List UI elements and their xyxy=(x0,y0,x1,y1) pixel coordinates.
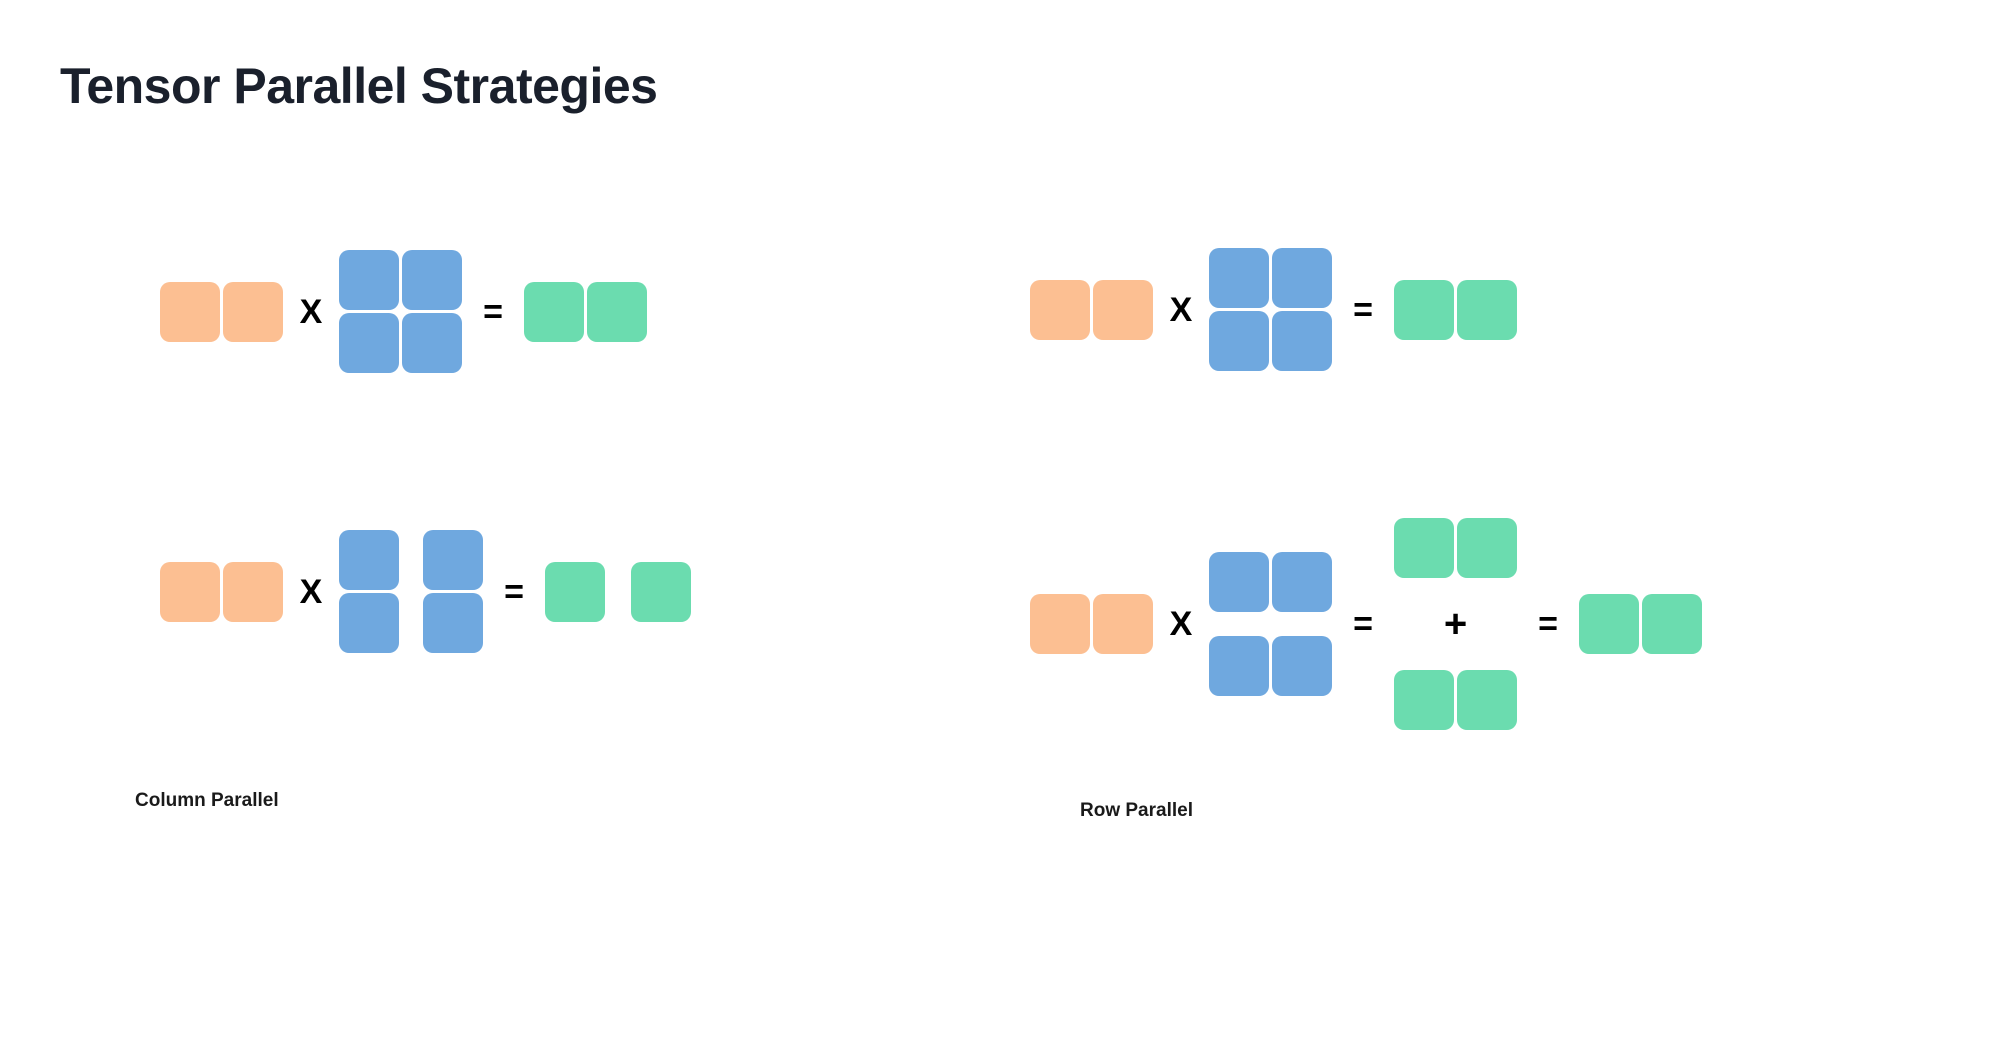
partial-sum-cell xyxy=(1457,518,1517,578)
activation-cell xyxy=(160,281,220,342)
equation-row-parallel-sharded: X = + xyxy=(1030,518,1702,730)
caption-column-parallel: Column Parallel xyxy=(135,790,279,811)
weight-cell xyxy=(1272,311,1332,371)
output-cell xyxy=(1457,279,1517,340)
matrix-row xyxy=(1394,279,1517,340)
partial-sum-1 xyxy=(1394,670,1517,730)
activation-cell xyxy=(1093,279,1153,340)
weight-matrix-column-sharded xyxy=(339,530,483,653)
multiply-operator: X xyxy=(1169,290,1193,329)
matrix-row xyxy=(339,593,483,653)
output-cell xyxy=(587,281,647,342)
input-activation-matrix xyxy=(1030,594,1153,654)
output-cell-shard-1 xyxy=(631,561,691,622)
equals-operator: = xyxy=(504,572,524,611)
output-cell xyxy=(1394,279,1454,340)
partial-sum-0 xyxy=(1394,518,1517,578)
activation-cell xyxy=(223,561,283,622)
activation-cell xyxy=(1030,594,1090,654)
weight-cell-shard-1 xyxy=(423,593,483,653)
multiply-operator: X xyxy=(299,572,323,611)
input-activation-matrix xyxy=(160,281,283,342)
output-cell-shard-0 xyxy=(545,561,605,622)
equation-column-parallel-sharded: X = xyxy=(160,530,691,653)
activation-cell xyxy=(223,281,283,342)
weight-cell xyxy=(339,313,399,373)
matrix-row xyxy=(160,561,283,622)
matrix-row xyxy=(339,250,462,310)
weight-cell xyxy=(1272,552,1332,612)
equation-column-parallel-dense: X = xyxy=(160,250,647,373)
multiply-operator: X xyxy=(1169,605,1193,643)
matrix-row xyxy=(1209,248,1332,308)
weight-matrix xyxy=(339,250,462,373)
equals-operator-final: = xyxy=(1538,605,1558,643)
weight-cell xyxy=(1209,636,1269,696)
matrix-row-shard-0 xyxy=(1209,552,1332,612)
panel-row-parallel: X = xyxy=(1020,200,1950,900)
activation-cell xyxy=(160,561,220,622)
output-activation-matrix xyxy=(524,281,647,342)
input-activation-matrix xyxy=(1030,279,1153,340)
matrix-row xyxy=(1579,594,1702,654)
weight-matrix-row-sharded xyxy=(1209,552,1332,696)
output-activation-matrix xyxy=(1394,279,1517,340)
matrix-row xyxy=(160,281,283,342)
matrix-row xyxy=(524,281,647,342)
activation-cell xyxy=(1030,279,1090,340)
weight-cell-shard-0 xyxy=(339,530,399,590)
matrix-row xyxy=(1209,311,1332,371)
panel-column-parallel: X = xyxy=(120,200,980,900)
weight-cell xyxy=(402,250,462,310)
weight-cell xyxy=(1209,552,1269,612)
weight-cell xyxy=(1209,248,1269,308)
partial-sum-cell xyxy=(1457,670,1517,730)
partial-sums-group: + xyxy=(1394,518,1517,730)
weight-cell xyxy=(1272,636,1332,696)
matrix-row xyxy=(1030,279,1153,340)
input-activation-matrix xyxy=(160,561,283,622)
multiply-operator: X xyxy=(299,292,323,331)
equals-operator: = xyxy=(1353,290,1373,329)
weight-matrix xyxy=(1209,248,1332,371)
matrix-row xyxy=(1030,594,1153,654)
partial-sum-cell xyxy=(1394,670,1454,730)
caption-row-parallel: Row Parallel xyxy=(1080,800,1193,821)
matrix-row xyxy=(339,530,483,590)
matrix-row xyxy=(339,313,462,373)
output-activation-column-sharded xyxy=(545,561,691,622)
weight-cell-shard-1 xyxy=(423,530,483,590)
equals-operator: = xyxy=(1353,605,1373,643)
equals-operator: = xyxy=(483,292,503,331)
partial-sum-cell xyxy=(1394,518,1454,578)
plus-operator: + xyxy=(1443,602,1468,646)
weight-cell-shard-0 xyxy=(339,593,399,653)
weight-cell xyxy=(1272,248,1332,308)
output-cell xyxy=(1642,594,1702,654)
weight-cell xyxy=(339,250,399,310)
page-title: Tensor Parallel Strategies xyxy=(60,58,658,114)
output-cell xyxy=(1579,594,1639,654)
output-cell xyxy=(524,281,584,342)
weight-cell xyxy=(1209,311,1269,371)
activation-cell xyxy=(1093,594,1153,654)
output-activation-reduced xyxy=(1579,594,1702,654)
weight-cell xyxy=(402,313,462,373)
equation-row-parallel-dense: X = xyxy=(1030,248,1517,371)
matrix-row-shard-1 xyxy=(1209,636,1332,696)
